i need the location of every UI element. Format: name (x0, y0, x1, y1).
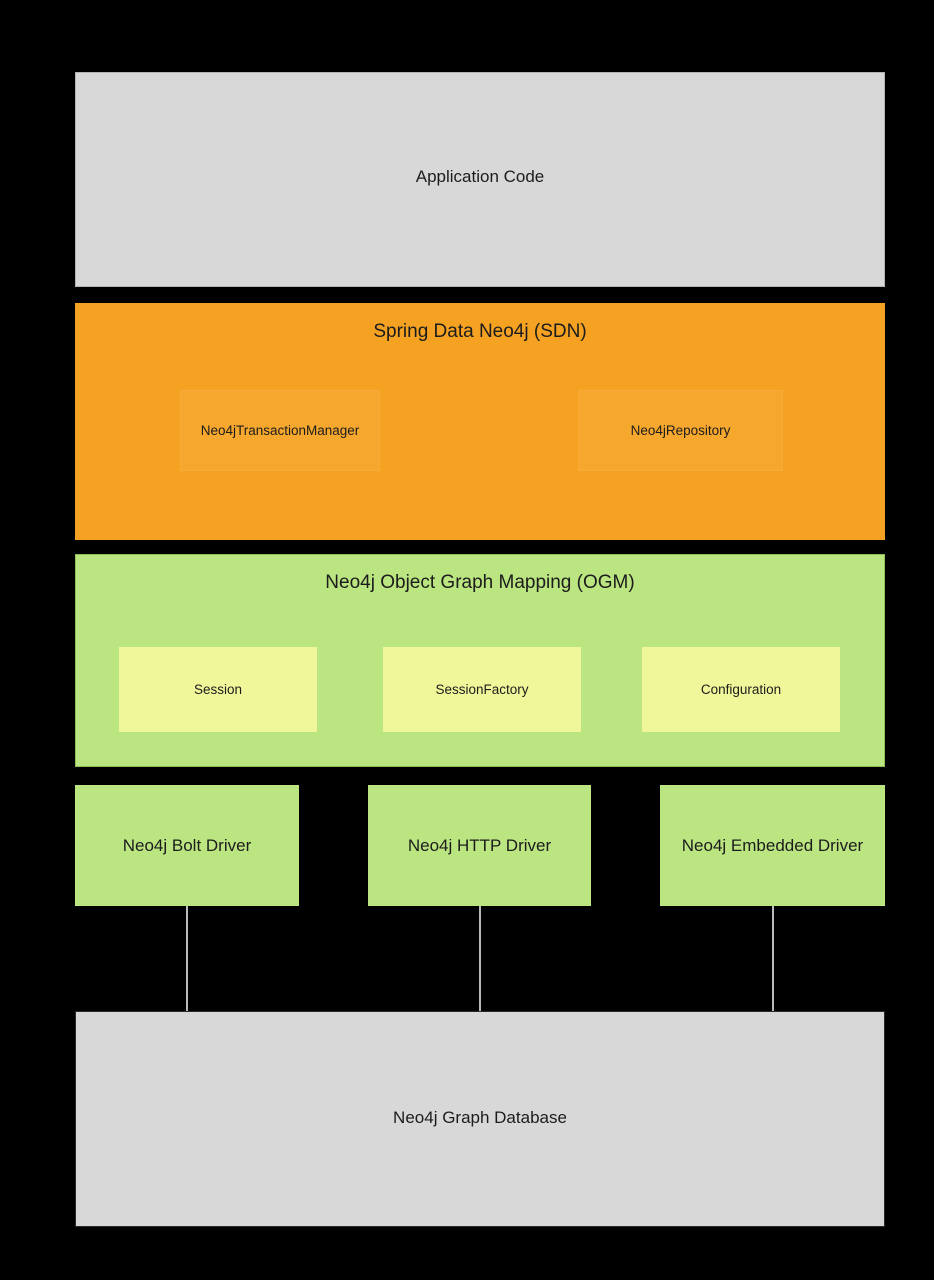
component-neo4j-transaction-manager: Neo4jTransactionManager (180, 390, 380, 471)
layer-neo4j-graph-database: Neo4j Graph Database (75, 1011, 885, 1227)
component-neo4j-repository: Neo4jRepository (578, 390, 783, 471)
connector-bolt-to-database (186, 906, 188, 1012)
layer-application-code: Application Code (75, 72, 885, 287)
driver-bolt: Neo4j Bolt Driver (75, 785, 299, 906)
graph-database-label: Neo4j Graph Database (393, 1108, 567, 1127)
component-session: Session (119, 647, 317, 732)
component-session-factory: SessionFactory (383, 647, 581, 732)
neo4j-ogm-title: Neo4j Object Graph Mapping (OGM) (325, 572, 635, 593)
connector-embedded-to-database (772, 906, 774, 1012)
layer-neo4j-ogm: Neo4j Object Graph Mapping (OGM) Session… (75, 554, 885, 767)
component-configuration: Configuration (642, 647, 840, 732)
driver-http: Neo4j HTTP Driver (368, 785, 591, 906)
connector-http-to-database (479, 906, 481, 1012)
driver-embedded: Neo4j Embedded Driver (660, 785, 885, 906)
layer-spring-data-neo4j: Spring Data Neo4j (SDN) Neo4jTransaction… (75, 303, 885, 540)
application-code-label: Application Code (415, 167, 545, 186)
spring-data-neo4j-title: Spring Data Neo4j (SDN) (373, 321, 587, 342)
